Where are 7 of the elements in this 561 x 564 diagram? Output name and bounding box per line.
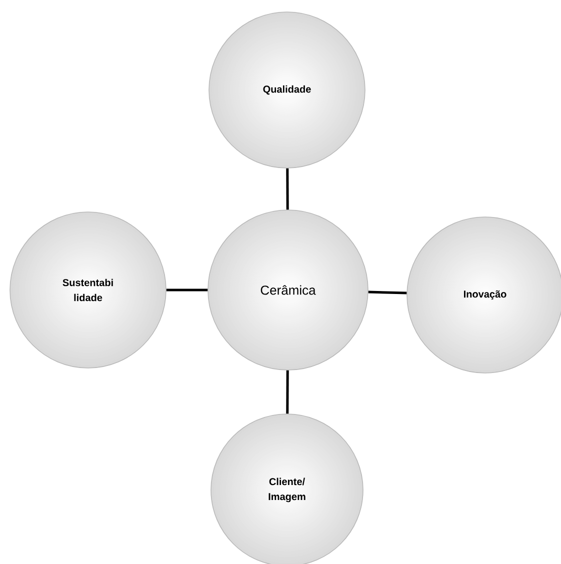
connector-line [368,290,407,294]
circle-node: Sustentabi lidade [10,212,166,368]
circle-node: Qualidade [208,12,366,168]
connector-line [166,288,208,292]
circle-node: Cerâmica [208,210,368,370]
connector-line [286,168,289,210]
connector-line [286,370,289,414]
